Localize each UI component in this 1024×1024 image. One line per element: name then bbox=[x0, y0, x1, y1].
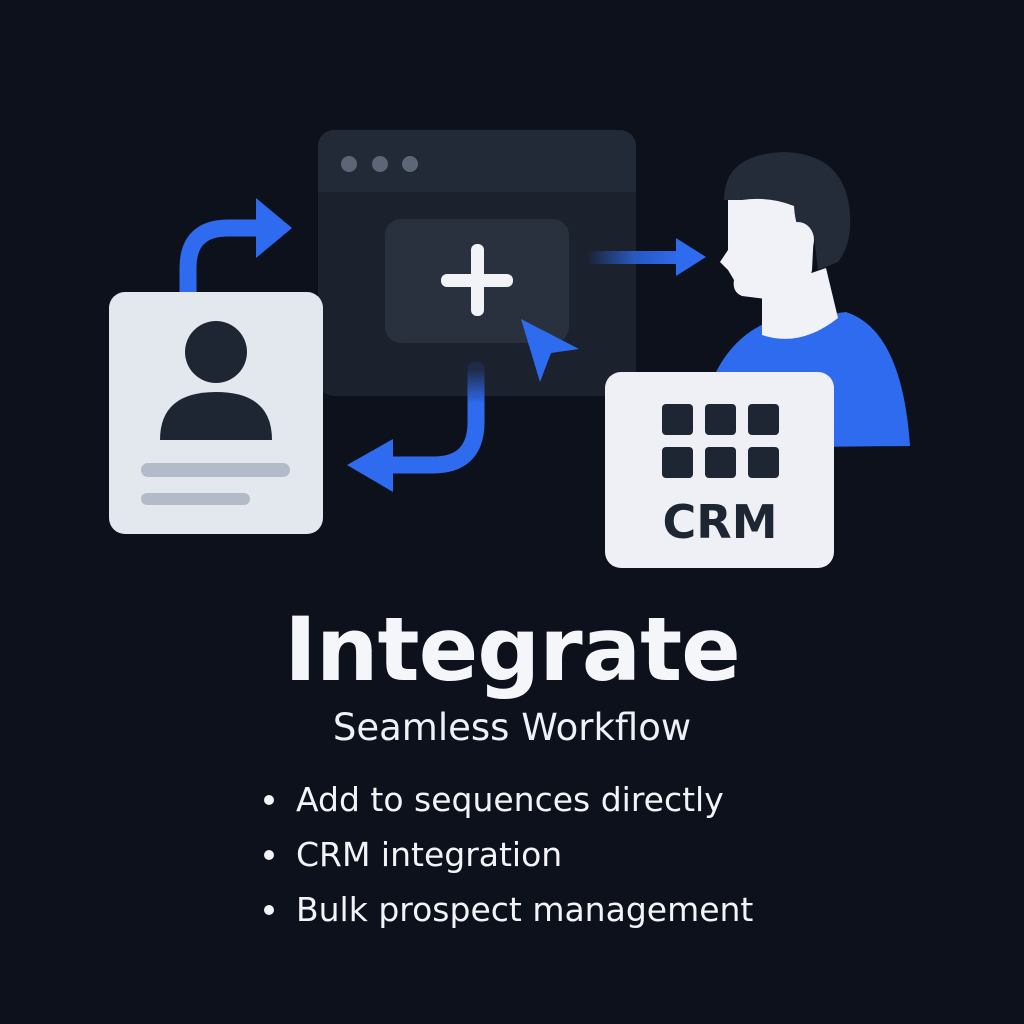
crm-label: CRM bbox=[663, 495, 778, 549]
list-item: Add to sequences directly bbox=[262, 772, 753, 827]
arrow-icon bbox=[586, 251, 680, 264]
feature-text: CRM integration bbox=[296, 835, 563, 874]
list-item: Bulk prospect management bbox=[262, 882, 753, 937]
page-subtitle: Seamless Workflow bbox=[332, 706, 692, 749]
bullet-icon bbox=[264, 850, 274, 860]
contact-card-icon bbox=[109, 292, 323, 534]
list-item: CRM integration bbox=[262, 827, 753, 882]
arrow-icon bbox=[179, 219, 267, 301]
page-title: Integrate bbox=[284, 598, 741, 701]
feature-text: Add to sequences directly bbox=[296, 780, 724, 819]
cursor-icon bbox=[521, 319, 579, 382]
plus-icon bbox=[385, 219, 569, 343]
feature-text: Bulk prospect management bbox=[296, 890, 754, 929]
feature-list: Add to sequences directly CRM integratio… bbox=[262, 772, 753, 937]
bullet-icon bbox=[264, 905, 274, 915]
crm-grid-icon bbox=[605, 372, 834, 568]
integration-illustration: CRM bbox=[109, 130, 910, 568]
arrow-icon bbox=[379, 361, 485, 474]
bullet-icon bbox=[264, 795, 274, 805]
